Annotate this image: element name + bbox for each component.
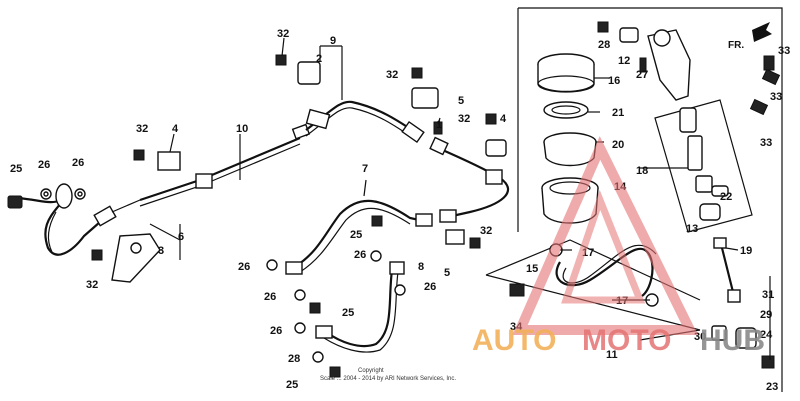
callout-32: 32 [136,123,148,135]
callout-12: 12 [618,55,630,67]
callout-10: 10 [236,123,248,135]
callout-23: 23 [766,381,778,393]
callout-26: 26 [354,249,366,261]
left-fittings [7,54,507,378]
callout-26: 26 [72,157,84,169]
watermark-moto: MOTO [582,324,671,357]
callout-5: 5 [444,267,450,279]
callout-28: 28 [288,353,300,365]
callout-33: 33 [760,137,772,149]
callout-32: 32 [386,69,398,81]
copyright-line1: Copyright [358,368,384,374]
callout-4: 4 [172,123,179,135]
callout-5: 5 [458,95,464,107]
watermark-auto: AUTO [472,324,556,357]
hose-upper-assembly [305,100,509,223]
direction-label: FR. [728,40,744,51]
callout-27: 27 [636,69,648,81]
callout-1: 1 [436,119,442,131]
callout-25: 25 [350,229,362,241]
callout-28: 28 [598,39,610,51]
callout-6: 6 [178,231,184,243]
callout-numbers: 32 9 2 32 5 32 4 32 4 10 1 25 26 26 7 6 … [10,28,790,393]
watermark-hub: HUB [700,324,765,357]
watermark-logo: AUTO MOTO HUB [472,136,765,357]
callout-22: 22 [720,191,732,203]
callout-32: 32 [480,225,492,237]
callout-2: 2 [316,53,322,65]
callout-29: 29 [760,309,772,321]
callout-33: 33 [770,91,782,103]
copyright: Copyright Scale ... 2004 - 2014 by ARI N… [320,368,456,382]
callout-16: 16 [608,75,620,87]
callout-24: 24 [760,329,773,341]
callout-11: 11 [606,349,618,361]
callout-4: 4 [500,113,507,125]
callout-25: 25 [342,307,354,319]
master-cylinder-parts [509,21,781,369]
callout-3: 3 [158,245,164,257]
callout-26: 26 [38,159,50,171]
callout-18: 18 [636,165,648,177]
callout-13: 13 [686,223,698,235]
callout-26: 26 [264,291,276,303]
hose-left-assembly [17,123,311,256]
front-direction-arrow: FR. [728,22,772,51]
callout-19: 19 [740,245,752,257]
callout-20: 20 [612,139,624,151]
callout-33: 33 [778,45,790,57]
copyright-line2: Scale ... 2004 - 2014 by ARI Network Ser… [320,376,456,382]
hose-middle-assembly [285,199,433,275]
hose-lower-assembly [315,261,405,353]
callout-21: 21 [612,107,624,119]
callout-32: 32 [86,279,98,291]
callout-15: 15 [526,263,538,275]
callout-26: 26 [238,261,250,273]
callout-26: 26 [270,325,282,337]
callout-31: 31 [762,289,774,301]
callout-25: 25 [286,379,298,391]
callout-26: 26 [424,281,436,293]
callout-7: 7 [362,163,368,175]
callout-8: 8 [418,261,424,273]
callout-32: 32 [458,113,470,125]
callout-9: 9 [330,35,336,47]
callout-25: 25 [10,163,22,175]
callout-32: 32 [277,28,289,40]
